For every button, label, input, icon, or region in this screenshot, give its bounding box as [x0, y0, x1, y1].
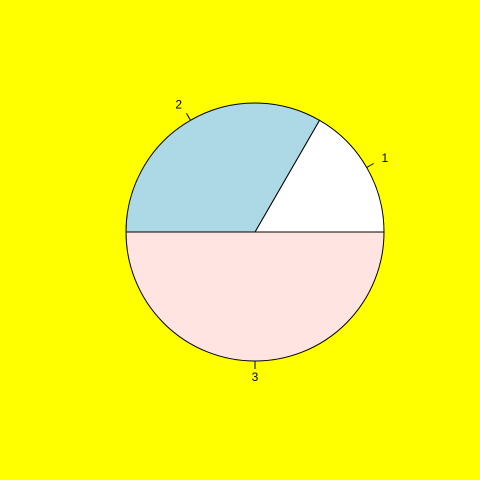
pie-label-tick-2 — [186, 113, 191, 121]
pie-label-2: 2 — [175, 98, 182, 112]
pie-label-ticks — [186, 113, 374, 369]
pie-labels: 1 2 3 — [175, 98, 388, 384]
pie-label-tick-1 — [366, 163, 374, 168]
pie-slice-2 — [125, 102, 321, 233]
pie-slice-3 — [125, 231, 385, 362]
pie-slice-1 — [254, 119, 385, 233]
pie-label-1: 1 — [381, 151, 388, 165]
pie-slices — [125, 102, 385, 362]
pie-label-3: 3 — [252, 370, 259, 384]
